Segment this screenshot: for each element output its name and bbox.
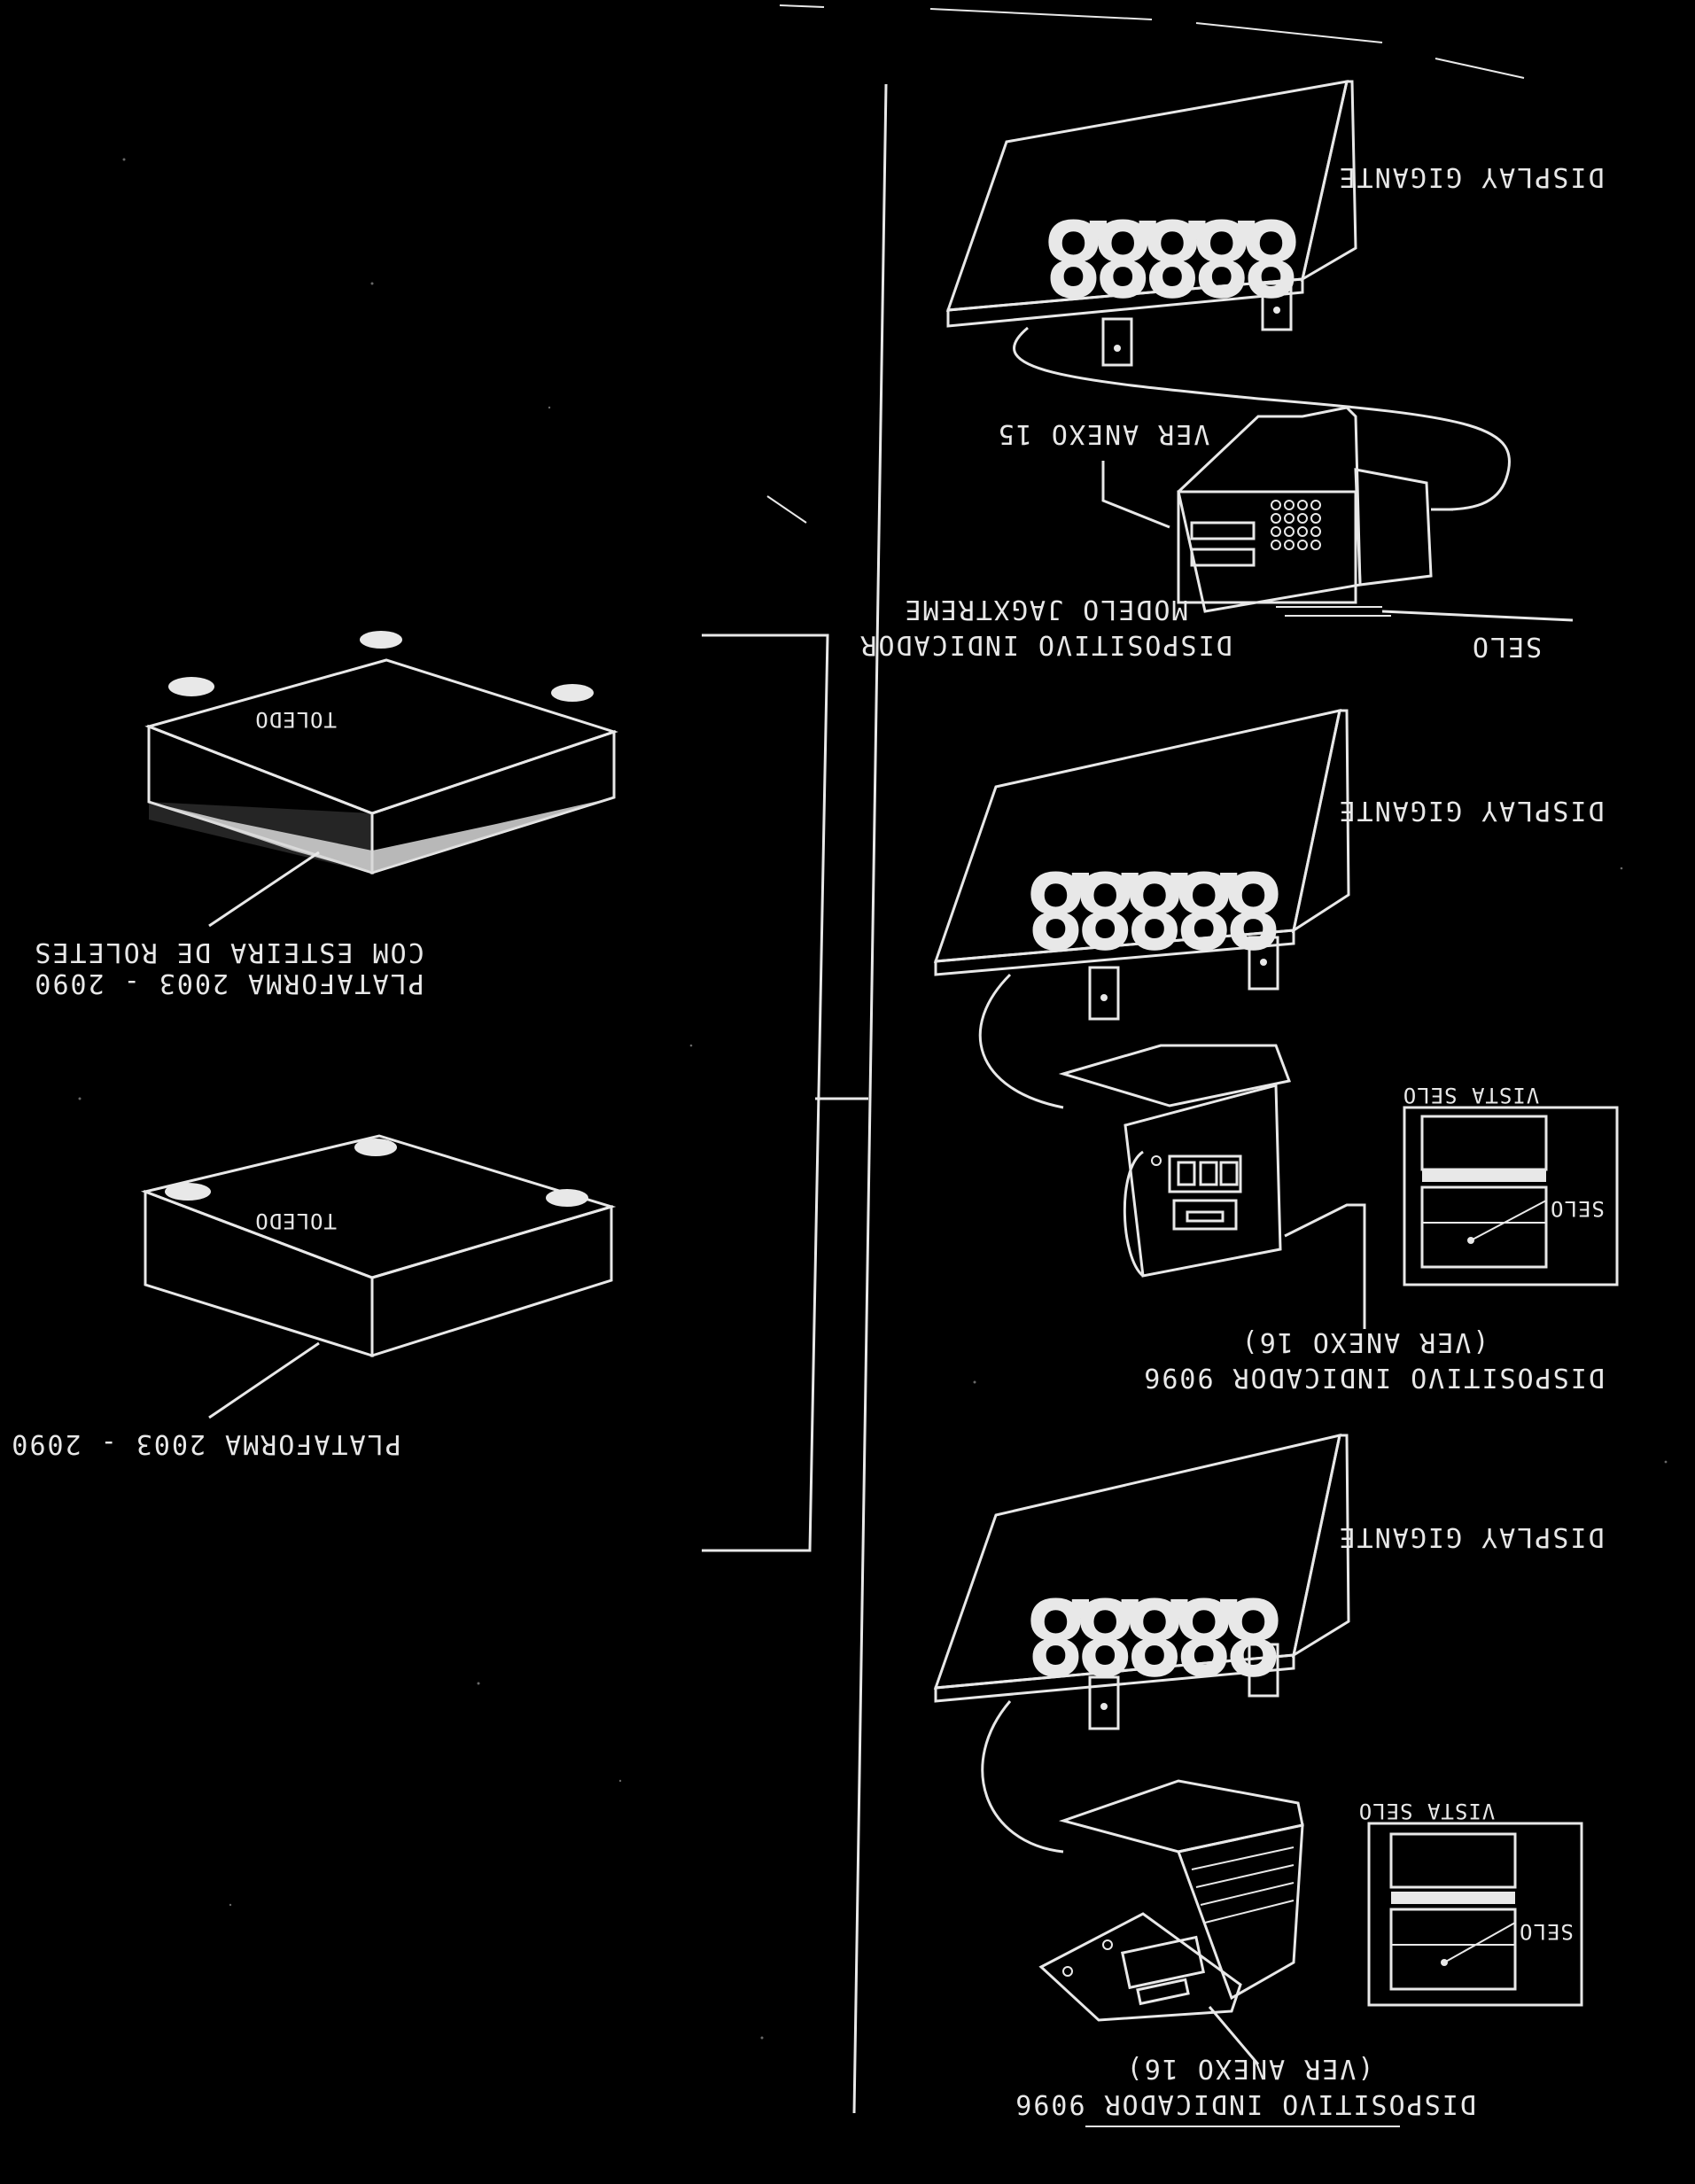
- label-9096-b-line2: DISPOSITIVO INDICADOR 9096: [1014, 2088, 1476, 2119]
- cable-display-2: [978, 973, 1064, 1109]
- leader-annex-15: [1101, 461, 1170, 529]
- leader-annex-16-a: [1284, 1203, 1366, 1329]
- label-annex-15: VER ANEXO 15: [997, 418, 1210, 449]
- brand-label-top: TOLEDO: [254, 707, 337, 732]
- leader-annex-16-b: [1208, 2006, 1260, 2065]
- label-vista-selo-1: VISTA SELO: [1403, 1083, 1540, 1108]
- giant-display-3: 8.8.8.8.8 DISPLAY GIGANTE: [933, 1434, 1605, 1730]
- label-display-2: DISPLAY GIGANTE: [1338, 795, 1605, 826]
- giant-display-1: 8.8.8.8.8 DISPLAY GIGANTE: [945, 80, 1605, 367]
- label-9096-a-line2: DISPOSITIVO INDICADOR 9096: [1142, 1362, 1605, 1393]
- foot-left: [168, 677, 214, 696]
- giant-display-2: 8.8.8.8.8 DISPLAY GIGANTE: [933, 709, 1605, 1021]
- label-platform-bottom: PLATAFORMA 2003 - 2090: [10, 1428, 400, 1459]
- scan-noise: [78, 158, 1668, 2040]
- leader-platform-top: [208, 851, 320, 928]
- brand-label-bottom: TOLEDO: [254, 1209, 337, 1233]
- label-display-1: DISPLAY GIGANTE: [1338, 161, 1605, 192]
- indicator-9096-desk: (VER ANEXO 16) DISPOSITIVO INDICADOR 909…: [1014, 1779, 1476, 2127]
- platform-roller-conveyor: TOLEDO COM ESTEIRA DE ROLETES PLATAFORMA…: [33, 631, 618, 999]
- label-inset-selo-1: SELO: [1550, 1196, 1605, 1221]
- label-selo: SELO: [1471, 631, 1542, 662]
- connection-bracket: [702, 83, 888, 2114]
- label-inset-selo-2: SELO: [1519, 1919, 1574, 1944]
- display-3-digits: 8.8.8.8.8: [1019, 1574, 1285, 1697]
- platform-bracket: [702, 633, 829, 1552]
- display-1-digits: 8.8.8.8.8: [1037, 196, 1302, 318]
- leader-platform-bottom: [208, 1341, 320, 1419]
- label-jagxtreme-line2: DISPOSITIVO INDICADOR: [859, 629, 1232, 660]
- cable-display-1: [1013, 326, 1511, 511]
- foot-back: [360, 631, 402, 649]
- roller-belt-surface: [149, 797, 614, 873]
- foot-left-2: [165, 1183, 211, 1201]
- foot-back-2: [354, 1139, 397, 1156]
- foot-right: [551, 684, 594, 702]
- cable-display-3: [981, 1700, 1064, 1854]
- label-platform-top-line1: COM ESTEIRA DE ROLETES: [33, 937, 424, 968]
- inset-vista-selo-1: VISTA SELO SELO: [1403, 1083, 1619, 1286]
- label-display-3: DISPLAY GIGANTE: [1338, 1521, 1605, 1552]
- label-9096-a-line1: (VER ANEXO 16): [1240, 1326, 1489, 1357]
- display-2-digits: 8.8.8.8.8: [1019, 848, 1285, 970]
- inset-vista-selo-2: VISTA SELO SELO: [1358, 1799, 1583, 2007]
- foot-right-2: [546, 1189, 588, 1207]
- leader-selo: [1381, 610, 1574, 622]
- scan-edge-artifacts: [766, 4, 1525, 524]
- keypad: [1271, 500, 1321, 550]
- indicator-jagxtreme: VER ANEXO 15 MODELO JAGXTREME DISPOSITIV…: [859, 406, 1574, 662]
- label-jagxtreme-line1: MODELO JAGXTREME: [904, 594, 1188, 625]
- label-platform-top-line2: PLATAFORMA 2003 - 2090: [33, 968, 424, 999]
- indicator-9096-wall: (VER ANEXO 16) DISPOSITIVO INDICADOR 909…: [1058, 1044, 1605, 1393]
- platform-plain: TOLEDO PLATAFORMA 2003 - 2090: [10, 1134, 617, 1459]
- label-vista-selo-2: VISTA SELO: [1358, 1799, 1496, 1823]
- label-9096-b-line1: (VER ANEXO 16): [1125, 2053, 1374, 2084]
- vertical-divider-line: [852, 83, 888, 2114]
